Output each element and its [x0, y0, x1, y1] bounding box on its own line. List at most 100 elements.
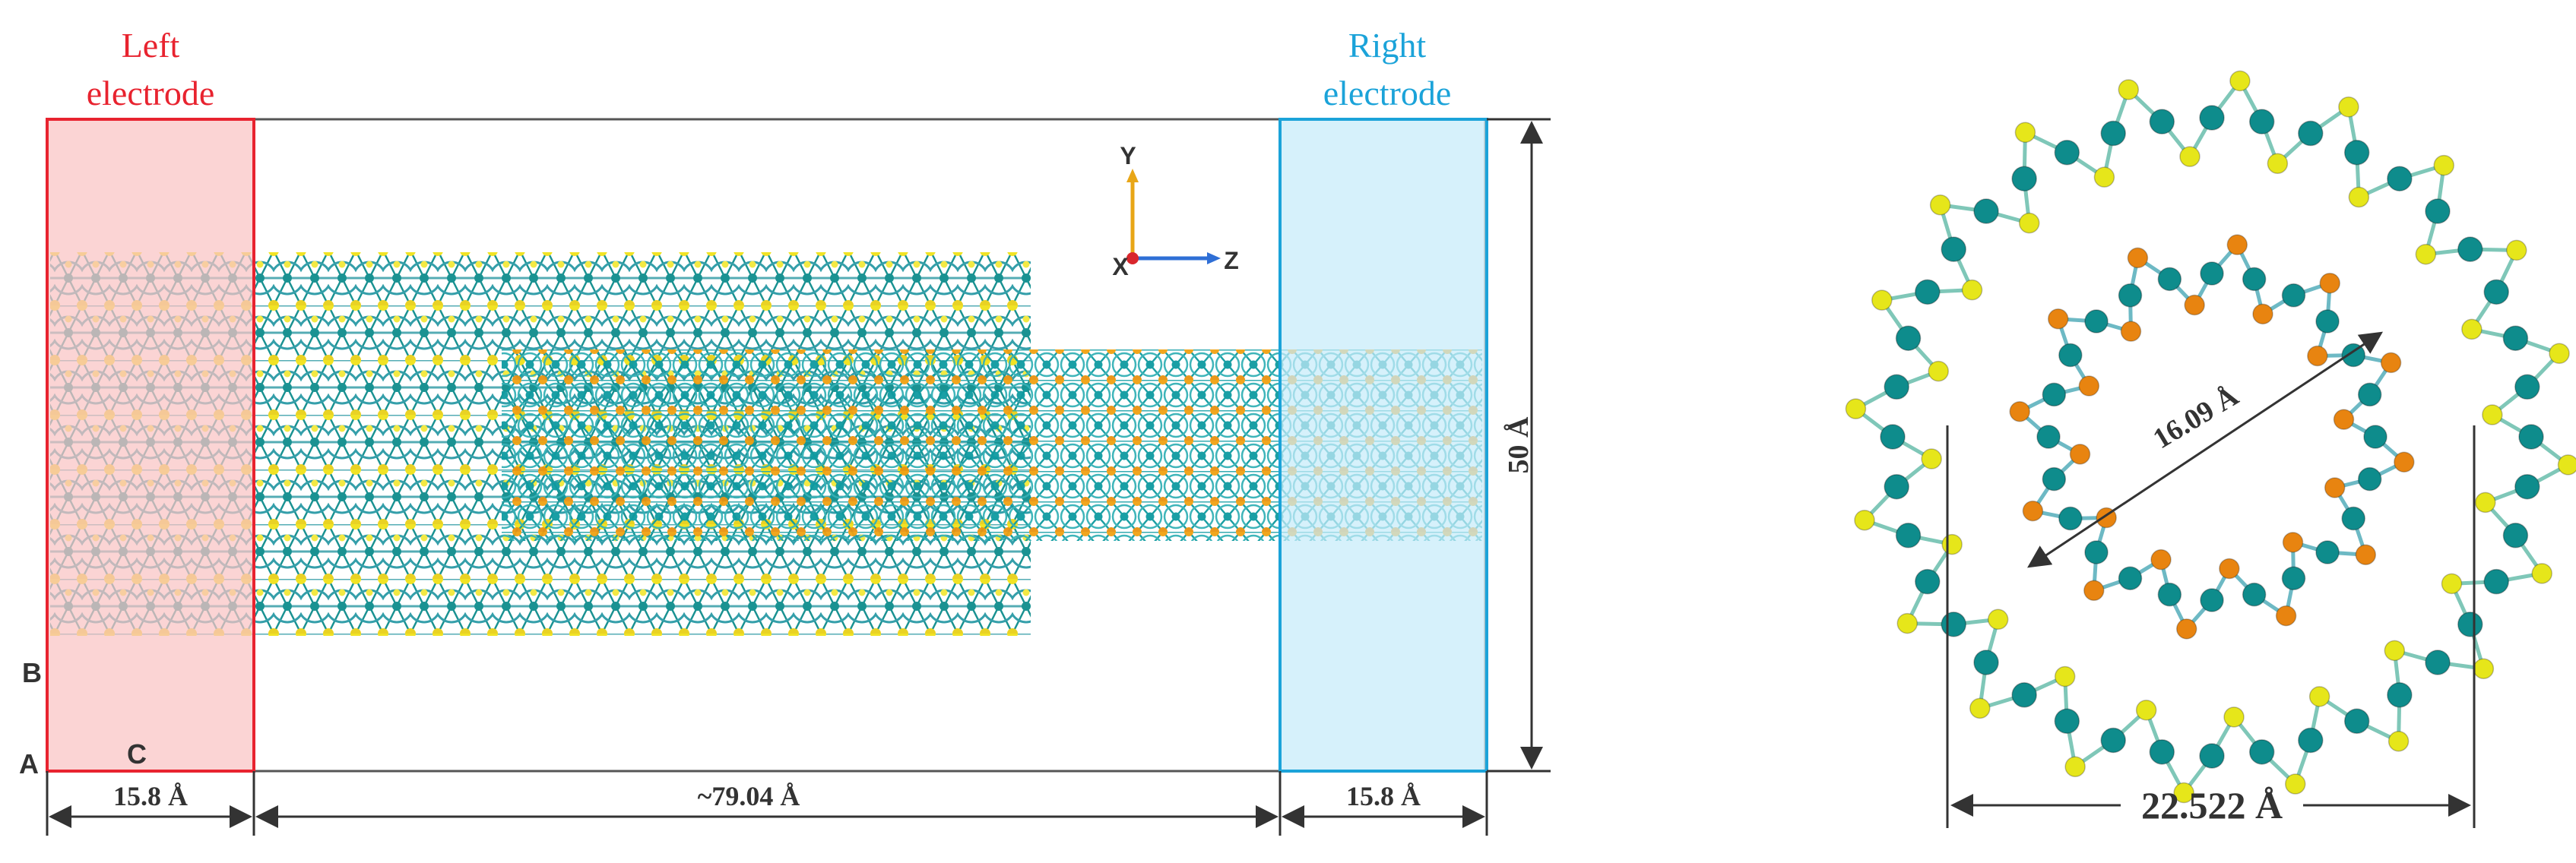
left-electrode-title: Left [122, 26, 180, 65]
chalcogen-atom [2219, 558, 2240, 580]
metal-atom [2281, 283, 2306, 308]
chalcogen-atom [2184, 294, 2205, 316]
chalcogen-atom [2415, 243, 2437, 265]
chalcogen-atom [2069, 444, 2091, 465]
metal-atom [2084, 540, 2109, 564]
lattice-a-label: A [19, 748, 39, 779]
metal-atom [2242, 267, 2267, 292]
outer-ring-cross-section [1845, 70, 2576, 804]
chalcogen-atom [2022, 500, 2044, 522]
dimension-height: 50 Å [1503, 416, 1535, 474]
dimension-lines [46, 118, 1551, 836]
metal-atom [1973, 650, 1999, 675]
chalcogen-atom [2433, 154, 2454, 176]
dimension-left-electrode: 15.8 Å [113, 781, 188, 811]
chalcogen-atom [2226, 234, 2248, 255]
metal-atom [2011, 166, 2037, 191]
metal-atom [2242, 582, 2267, 607]
metal-atom [2042, 382, 2067, 407]
coordinate-axes-icon [1126, 169, 1221, 264]
metal-atom [2058, 506, 2083, 531]
metal-atom [1895, 523, 1922, 548]
metal-atom [2502, 523, 2529, 548]
chalcogen-atom [2118, 79, 2140, 100]
dimension-outer-diameter: 22.522 Å [2141, 784, 2283, 827]
chalcogen-atom [2267, 153, 2289, 174]
chalcogen-atom [2018, 212, 2040, 234]
metal-atom [2100, 120, 2126, 147]
outer-ring-bonds [1854, 79, 2570, 795]
chalcogen-atom [2083, 580, 2105, 602]
chalcogen-atom [2093, 166, 2115, 188]
metal-atom [2281, 566, 2306, 590]
chalcogen-atom [2338, 96, 2359, 118]
metal-atom [2357, 382, 2382, 407]
chalcogen-atom [2387, 730, 2410, 752]
left-electrode-region [46, 118, 255, 773]
chalcogen-atom [2078, 375, 2100, 397]
metal-atom [1973, 198, 1999, 224]
metal-atom [2457, 612, 2483, 637]
metal-atom [2118, 566, 2143, 590]
chalcogen-atom [1969, 697, 1991, 719]
chalcogen-atom [2252, 303, 2273, 325]
chalcogen-atom [2355, 544, 2377, 565]
chalcogen-atom [2531, 563, 2552, 584]
lattice-b-label: B [22, 657, 42, 688]
metal-atom [1941, 612, 1966, 637]
metal-atom [2483, 279, 2509, 305]
chalcogen-atom [2275, 605, 2297, 627]
chalcogen-atom [2307, 345, 2328, 367]
axis-x-label: X [1112, 253, 1129, 280]
chalcogen-atom [2135, 700, 2157, 721]
metal-atom [2248, 109, 2275, 134]
metal-atom [2199, 105, 2225, 131]
dimension-inner-diameter: 16.09 Å [2148, 380, 2245, 455]
diameter-markers [1946, 331, 2476, 828]
right-electrode-title-2: electrode [1323, 74, 1452, 112]
chalcogen-atom [2223, 707, 2245, 728]
metal-atom [2518, 424, 2544, 450]
chalcogen-atom [1928, 360, 1949, 382]
chalcogen-atom [2150, 548, 2172, 571]
inner-ring-atoms [2009, 234, 2415, 640]
chalcogen-atom [2380, 352, 2402, 374]
inner-ring-cross-section [2009, 234, 2415, 640]
metal-atom [2341, 506, 2365, 531]
metal-atom [2157, 267, 2182, 292]
metal-atom [2149, 109, 2175, 134]
metal-atom [2357, 466, 2382, 492]
metal-atom [2149, 739, 2175, 765]
metal-atom [2315, 540, 2340, 564]
metal-atom [2298, 120, 2324, 147]
metal-atom [2502, 325, 2529, 351]
metal-atom [2248, 739, 2275, 765]
metal-atom [2315, 309, 2340, 334]
metal-atom [2157, 582, 2182, 607]
metal-atom [1895, 325, 1922, 351]
axis-y-label: Y [1120, 142, 1136, 169]
chalcogen-atom [2394, 451, 2415, 473]
metal-atom [2514, 473, 2540, 500]
chalcogen-atom [1921, 448, 1942, 469]
chalcogen-atom [1929, 194, 1951, 216]
outer-ring-atoms [1845, 70, 2576, 804]
right-electrode-region [1278, 118, 1488, 773]
metal-atom [2100, 727, 2126, 754]
metal-atom [1941, 236, 1966, 262]
metal-atom [2343, 140, 2370, 166]
chalcogen-atom [2229, 70, 2251, 92]
dimension-scattering-region: ~79.04 Å [698, 781, 800, 811]
chalcogen-atom [2054, 665, 2076, 688]
metal-atom [1915, 568, 1941, 595]
metal-atom [2084, 309, 2109, 334]
chalcogen-atom [2441, 573, 2463, 595]
chalcogen-atom [2505, 239, 2527, 261]
metal-atom [2425, 650, 2451, 675]
metal-atom [2199, 743, 2225, 769]
chalcogen-atom [2047, 308, 2069, 330]
metal-atom [2054, 708, 2080, 734]
chalcogen-atom [2475, 492, 2496, 514]
metal-atom [1884, 473, 1909, 500]
